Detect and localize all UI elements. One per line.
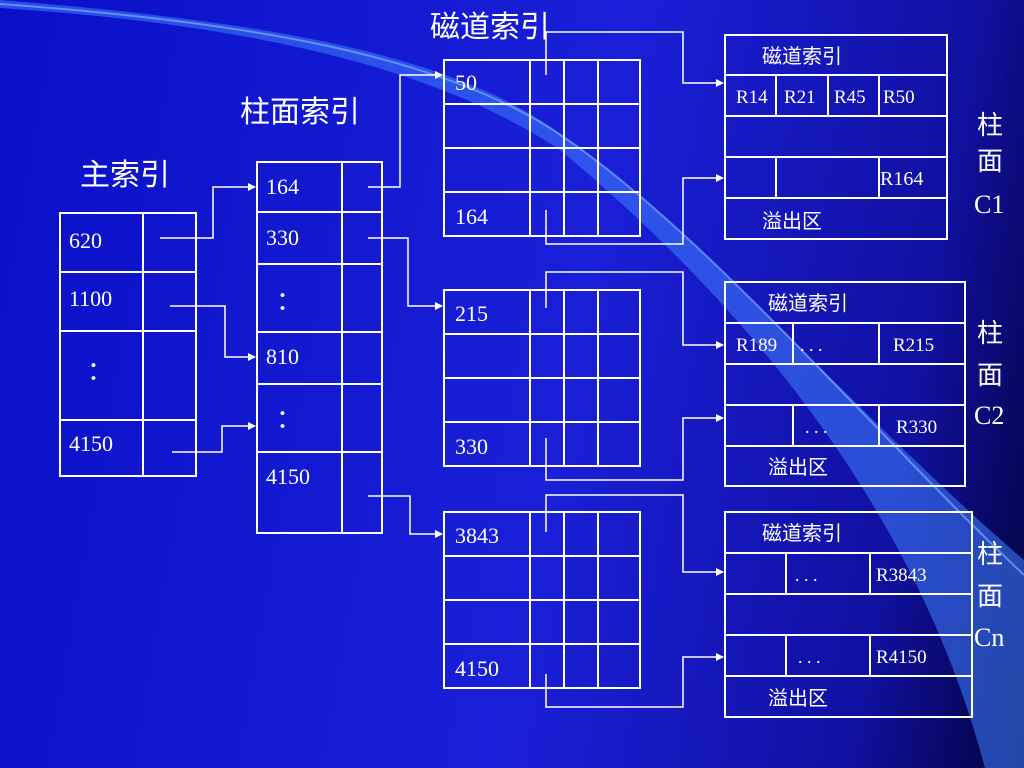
record-ellipsis: . . . [800,335,823,355]
record-key: R14 [736,87,768,108]
cylinder-label: 面 [977,361,1003,390]
pointer-arrow [545,414,724,481]
record-key: R50 [883,87,915,108]
cylinder-label: 面 [977,147,1003,176]
record-key: R3843 [876,565,927,586]
record-key: R164 [880,168,923,190]
main-index-ellipsis: ： [87,357,113,386]
overflow-area-label: 溢出区 [762,210,822,233]
cylinder-c2-box [724,281,966,487]
pointer-arrow [545,653,724,708]
overflow-area-label: 溢出区 [768,456,828,479]
record-ellipsis: . . . [795,565,818,585]
cylinder-index-table [256,161,383,534]
main-index-cell: 620 [69,228,102,253]
main-index-cell: 4150 [69,431,113,456]
pointer-arrow [172,422,256,453]
cylinder-label: 柱 [977,111,1003,140]
pointer-arrow [545,31,724,87]
track-index-table-1 [443,59,641,237]
pointer-arrow [368,71,443,188]
record-key: R215 [893,335,934,356]
cylinder-index-title: 柱面索引 [240,96,360,129]
track-index-cell: 164 [455,204,488,229]
main-index-cell: 1100 [69,286,112,311]
cylinder-label: C1 [974,190,1004,219]
main-index-table [59,212,197,477]
pointer-arrow [545,271,724,349]
track-index-header: 磁道索引 [762,522,842,545]
cylinder-index-cell: 164 [266,174,299,199]
cylinder-label: 面 [977,582,1003,611]
track-index-cell: 330 [455,434,488,459]
cylinder-label: C2 [974,401,1004,430]
cylinder-index-ellipsis: ： [276,287,302,316]
track-index-cell: 4150 [455,656,499,681]
cylinder-label: Cn [974,623,1004,652]
track-index-cell: 215 [455,301,488,326]
cylinder-c1-box [724,34,948,240]
cylinder-cn-box [724,511,973,718]
pointer-arrow [160,183,256,239]
pointer-arrow [368,237,443,310]
pointer-arrow [545,494,724,576]
decorative-ribbon-edge [0,3,1024,576]
record-key: R21 [784,87,816,108]
track-index-table-2 [443,289,641,467]
cylinder-index-cell: 330 [266,225,299,250]
cylinder-label: 柱 [977,540,1003,569]
track-index-table-3 [443,511,641,689]
record-key: R330 [896,417,937,438]
pointer-arrow [170,305,256,361]
record-ellipsis: . . . [798,647,821,667]
cylinder-index-cell: 4150 [266,464,310,489]
pointer-arrow [368,495,443,538]
track-index-header: 磁道索引 [762,45,842,68]
overflow-area-label: 溢出区 [768,687,828,710]
pointer-arrow [545,174,724,245]
record-key: R45 [834,87,866,108]
track-index-cell: 50 [455,70,477,95]
track-index-title: 磁道索引 [430,11,550,44]
cylinder-index-ellipsis: ： [276,405,302,434]
cylinder-index-cell: 810 [266,344,299,369]
track-index-header: 磁道索引 [768,292,848,315]
cylinder-label: 柱 [977,319,1003,348]
main-index-title: 主索引 [80,159,170,192]
record-key: R4150 [876,647,927,668]
track-index-cell: 3843 [455,523,499,548]
record-key: R189 [736,335,777,356]
record-ellipsis: . . . [805,417,828,437]
